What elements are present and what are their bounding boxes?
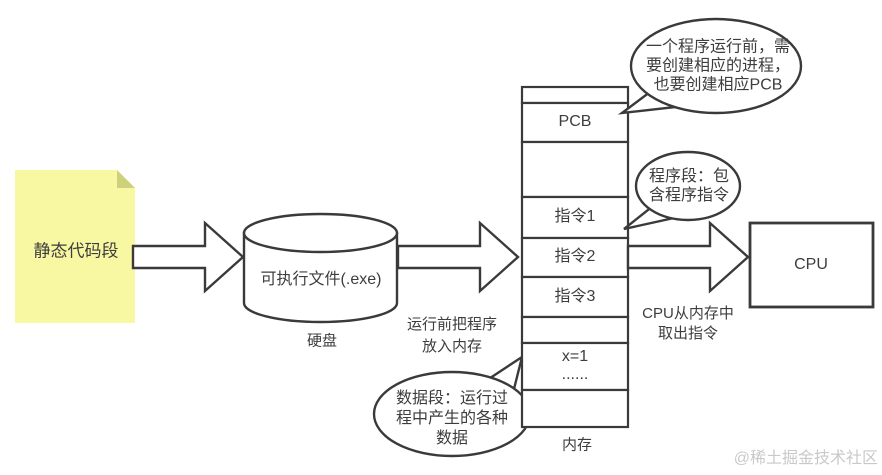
disk-cylinder-top	[242, 212, 399, 254]
disk-cylinder-body	[242, 231, 399, 324]
watermark: @稀土掘金技术社区	[733, 450, 878, 467]
program-bubble-text: 程序段：包 含程序指令	[649, 167, 729, 205]
disk-caption: 硬盘	[306, 332, 338, 350]
memory-caption: 内存	[561, 436, 593, 454]
program-bubble-line1: 程序段：包	[648, 168, 730, 185]
memory-cell-data-ellipsis: ......	[561, 366, 589, 383]
sticky-note	[15, 170, 135, 323]
memory-cell-instr3-label: 指令3	[554, 288, 596, 305]
cpu-label: CPU	[794, 256, 828, 273]
data-bubble-text: 数据段：运行过 程中产生的各种 数据	[396, 389, 508, 449]
disk-file-label: 可执行文件(.exe)	[260, 271, 382, 288]
program-bubble	[634, 150, 742, 222]
memory-cell-pcb-label: PCB	[558, 113, 592, 130]
pcb-bubble-line3: 也要创建相应PCB	[653, 76, 783, 94]
memory-cell-instr2-label: 指令2	[554, 248, 596, 265]
data-bubble-line3: 数据	[435, 430, 469, 447]
memory-cell-instr2	[520, 236, 630, 279]
memory-cell-instr3	[520, 275, 630, 319]
memory-cell-empty-1	[520, 140, 630, 199]
load-annotation-line1: 运行前把程序	[406, 316, 498, 333]
memory-cell-bottom	[520, 388, 630, 429]
program-bubble-line2: 含程序指令	[648, 187, 730, 204]
arrow-memory-to-cpu-icon	[626, 220, 750, 294]
fetch-annotation-line2: 取出指令	[657, 325, 719, 342]
memory-cell-data	[520, 341, 630, 392]
memory-cell-data-label: x=1	[561, 348, 589, 365]
arrow-disk-to-memory-icon	[396, 220, 520, 294]
note-label: 静态代码段	[33, 241, 119, 261]
memory-cell-instr1	[520, 195, 630, 240]
pcb-bubble-text: 一个程序运行前，需 要创建相应的进程， 也要创建相应PCB	[646, 38, 790, 95]
memory-cell-top	[520, 85, 630, 105]
pcb-bubble-line1: 一个程序运行前，需	[645, 38, 791, 56]
data-bubble-line1: 数据段：运行过	[395, 390, 509, 407]
pcb-bubble-line2: 要创建相应的进程，	[645, 57, 791, 75]
load-annotation: 运行前把程序 放入内存	[407, 314, 497, 358]
memory-cell-empty-2	[520, 315, 630, 345]
fetch-annotation: CPU从内存中 取出指令	[642, 304, 734, 344]
fetch-annotation-line1: CPU从内存中	[642, 305, 734, 322]
arrow-note-to-disk-icon	[131, 220, 245, 294]
load-annotation-line2: 放入内存	[421, 338, 483, 355]
memory-cell-pcb	[520, 101, 630, 144]
memory-cell-instr1-label: 指令1	[554, 208, 596, 225]
pcb-bubble	[629, 17, 803, 115]
sticky-note-fold	[117, 170, 135, 188]
data-bubble-line2: 程中产生的各种	[395, 410, 509, 427]
cpu-box	[748, 221, 875, 309]
